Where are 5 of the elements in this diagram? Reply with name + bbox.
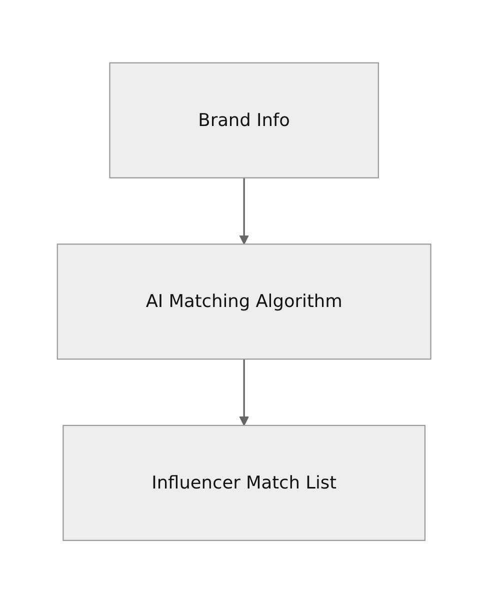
node-box: Brand Info	[109, 62, 379, 179]
node-box: AI Matching Algorithm	[56, 244, 432, 360]
arrow	[239, 178, 249, 245]
node-box: Influencer Match List	[62, 425, 426, 542]
arrow	[239, 359, 249, 426]
